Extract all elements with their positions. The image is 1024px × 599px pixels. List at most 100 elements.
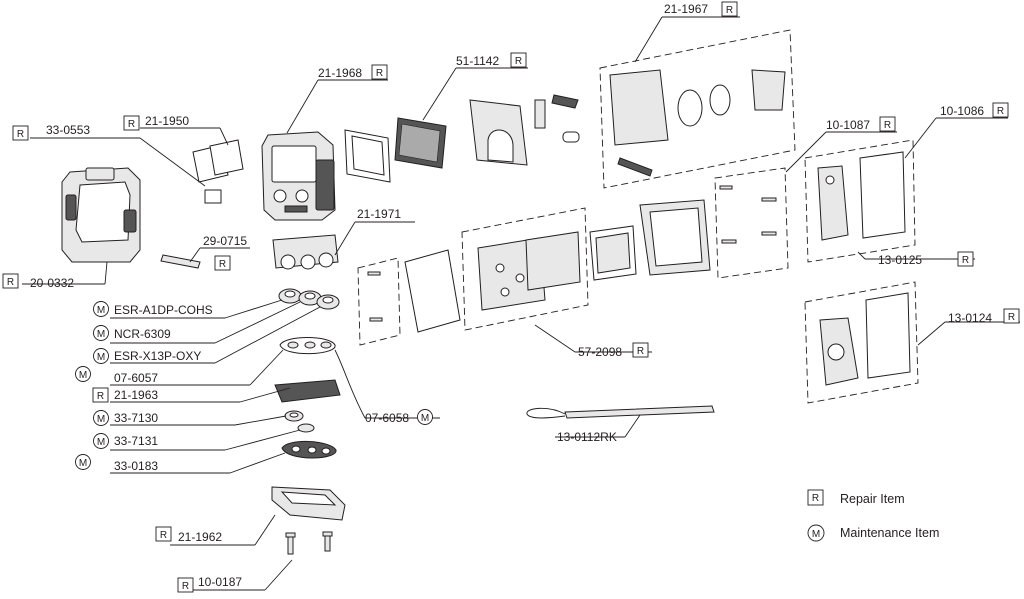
callout-10-0187: R 10-0187 [177, 575, 242, 593]
part-number: 21-1967 [664, 2, 708, 16]
part-number: 20-0332 [30, 276, 74, 290]
maintenance-badge [75, 454, 91, 470]
repair-badge-text: R [515, 56, 522, 67]
alligator-clip-dashed-panel [804, 281, 919, 404]
part-number: 29-0715 [203, 234, 247, 248]
filter-7130-part [284, 410, 304, 422]
belt-clip-dashed-panel [804, 139, 916, 263]
part-number: 13-0124 [948, 311, 992, 325]
window-film-parts [192, 139, 244, 204]
maintenance-badge [417, 409, 433, 425]
part-number: 33-0183 [114, 459, 158, 473]
maintenance-badge [93, 433, 109, 449]
repair-badge [510, 52, 527, 68]
maintenance-badge [93, 301, 109, 317]
maintenance-badge [93, 348, 109, 364]
repair-badge-text: R [637, 346, 644, 357]
repair-badge [2, 273, 19, 289]
legend-maintenance-label: Maintenance Item [840, 526, 939, 540]
legend: R Repair Item M Maintenance Item [807, 489, 939, 542]
maintenance-badge-text: M [97, 414, 105, 425]
repair-badge [123, 115, 140, 131]
repair-badge [957, 251, 974, 267]
left-dashed-panel [357, 257, 401, 346]
clip-strip-part [160, 254, 201, 269]
maintenance-badge [93, 325, 109, 341]
part-number: 10-1086 [940, 104, 984, 118]
repair-badge-text: R [17, 129, 24, 140]
repair-badge [632, 342, 649, 358]
callout-10-1087: 10-1087 R [826, 116, 896, 132]
screw-set-dashed-panel [714, 167, 789, 279]
repair-badge-text: R [97, 391, 104, 402]
repair-badge-text: R [219, 259, 226, 270]
legend-repair-badge-text: R [812, 493, 819, 504]
maintenance-badge-text: M [97, 437, 105, 448]
callout-ESR-A1DP-COHS: M ESR-A1DP-COHS [93, 301, 213, 317]
front-case-part [261, 131, 336, 221]
repair-badge-text: R [160, 530, 167, 541]
callout-57-2098: 57-2098 R [578, 342, 649, 359]
repair-badge [155, 526, 172, 542]
lens-frame-part [344, 129, 391, 183]
legend-maintenance-badge-text: M [812, 529, 820, 540]
callout-13-0124: 13-0124 R [948, 308, 1020, 325]
callout-20-0332: R 20-0332 [2, 273, 74, 290]
filter-7131-part [297, 423, 315, 433]
callout-33-0553: R 33-0553 [12, 123, 90, 141]
callout-29-0715: 29-0715 R [203, 234, 247, 271]
main-gasket-part [404, 249, 461, 333]
part-number: 13-0125 [878, 253, 922, 267]
callout-21-1968: 21-1968 R [318, 64, 388, 80]
part-number: 21-1963 [114, 388, 158, 402]
maintenance-badge-text: M [79, 370, 87, 381]
sensors-stack-part [278, 288, 340, 310]
maintenance-badge-text: M [97, 329, 105, 340]
part-number: 57-2098 [578, 345, 622, 359]
part-number: 21-1971 [357, 207, 401, 221]
part-number: 21-1968 [318, 66, 362, 80]
callout-33-0183: M 33-0183 [75, 454, 158, 473]
callout-33-7130: M 33-7130 [93, 410, 158, 426]
part-number: 13-0112RK [557, 430, 617, 444]
part-number: ESR-A1DP-COHS [114, 303, 213, 317]
keypad-backplate-part [469, 99, 528, 166]
part-number: 07-6058 [365, 411, 409, 425]
repair-badge [92, 387, 109, 403]
callout-13-0112RK: 13-0112RK [557, 430, 617, 444]
screws-part [285, 531, 333, 555]
part-number: 10-1087 [826, 118, 870, 132]
part-number: 21-1950 [145, 114, 189, 128]
part-number: 33-7131 [114, 434, 158, 448]
callout-07-6057: M 07-6057 [75, 366, 158, 385]
pcb-dashed-panel [461, 207, 589, 331]
maintenance-badge-text: M [97, 352, 105, 363]
part-number: 10-0187 [198, 575, 242, 589]
repair-badge [721, 1, 738, 17]
part-number: NCR-6309 [114, 327, 171, 341]
keypad-part [394, 117, 447, 169]
repair-badge [12, 125, 29, 141]
rear-case-part [61, 167, 141, 263]
repair-badge [371, 64, 388, 80]
sensor-holder-part [272, 234, 339, 270]
repair-badge [879, 116, 896, 132]
wrist-strap-part [526, 405, 715, 419]
legend-maintenance-badge [807, 524, 825, 542]
sensor-gasket-part [279, 337, 336, 355]
part-number: ESR-X13P-OXY [114, 349, 201, 363]
repair-badge-text: R [962, 255, 969, 266]
legend-repair-label: Repair Item [840, 492, 905, 506]
repair-badge-text: R [884, 120, 891, 131]
maintenance-badge-text: M [79, 458, 87, 469]
repair-badge [177, 577, 194, 593]
callout-13-0125: 13-0125 R [878, 251, 974, 267]
repair-badge-text: R [376, 68, 383, 79]
repair-badge-text: R [1008, 312, 1015, 323]
membrane-part [281, 440, 337, 459]
callout-33-7131: M 33-7131 [93, 433, 158, 449]
maintenance-badge [75, 366, 91, 382]
repair-badge [1003, 308, 1020, 324]
callout-21-1963: R 21-1963 [92, 387, 158, 403]
